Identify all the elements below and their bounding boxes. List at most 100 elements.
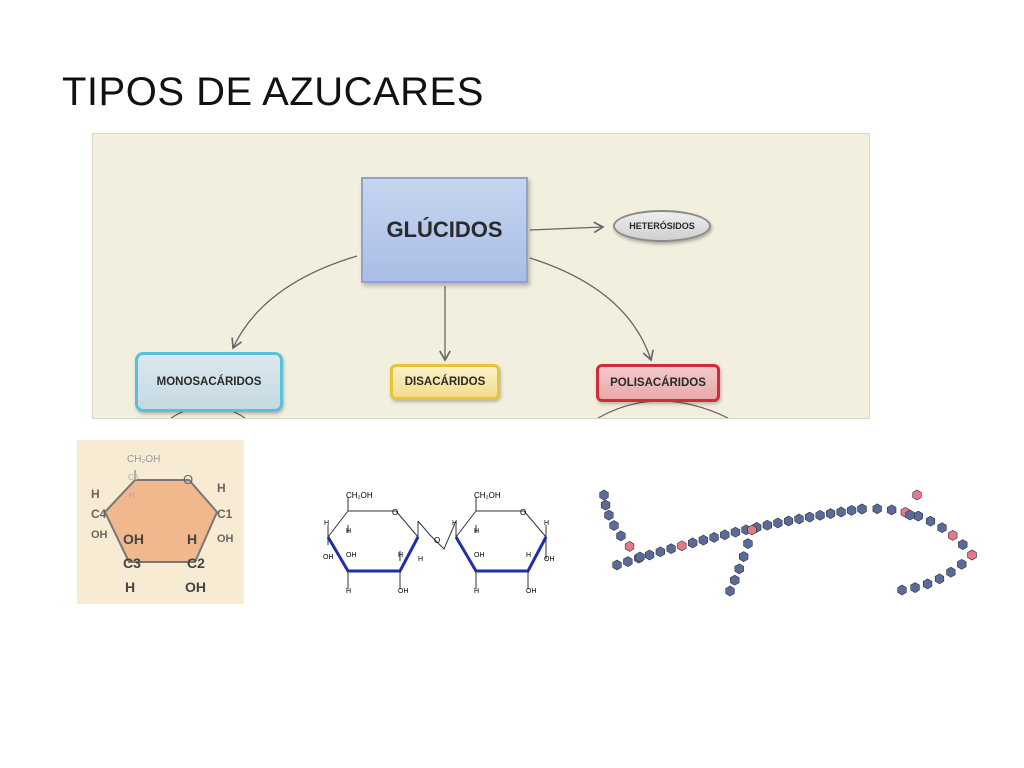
top-right-branch-unit: [912, 489, 922, 501]
right-glucose-ring: [454, 497, 548, 589]
lower-branch-unit: [747, 524, 757, 536]
polisacaridos-node: POLISACÁRIDOS: [596, 364, 720, 402]
main-chain-unit: [846, 505, 857, 516]
poli-outgoing-curve: [597, 400, 729, 418]
h6-label: H: [129, 491, 135, 500]
c1-label: C1: [217, 507, 233, 521]
main-chain-unit: [773, 517, 783, 529]
oh4-label: OH: [91, 529, 108, 541]
h-left-2: H: [346, 528, 351, 535]
arrow-to-mono: [231, 255, 358, 350]
left-glucose-ring: [326, 497, 420, 589]
glycosidic-bond: [417, 520, 457, 550]
top-right-branch-unit: [905, 509, 915, 521]
upper-left-branch-unit: [599, 489, 609, 501]
h-left-4: H: [418, 556, 423, 563]
h-left-3: H: [398, 552, 403, 559]
h2-label: H: [187, 531, 197, 547]
polysaccharide-chain: [592, 485, 992, 600]
main-chain-end-unit: [913, 510, 923, 522]
c6-label: C6: [128, 473, 139, 482]
upper-left-branch-unit: [609, 520, 619, 531]
main-chain-unit: [623, 556, 633, 567]
main-chain-end-unit: [948, 530, 958, 541]
oh-left-2: OH: [346, 552, 357, 559]
main-chain-unit: [762, 519, 772, 531]
h-right-3: H: [526, 552, 531, 559]
ch2oh-label: CH₂OH: [127, 454, 160, 465]
monosaccharide-structure: CH₂OH C6 H O H C4 OH H C1 OH OH C3 H H C…: [77, 440, 244, 604]
main-chain-end-unit: [857, 503, 867, 515]
main-chain-end-unit: [937, 522, 947, 534]
main-chain-unit: [655, 546, 665, 558]
h-left-1: H: [324, 520, 329, 527]
arrow-to-poli: [529, 257, 654, 362]
lower-branch-unit: [730, 574, 740, 586]
glucidos-node: GLÚCIDOS: [361, 177, 528, 283]
h1-label: H: [217, 481, 226, 495]
ring-oxygen-right-label: O: [520, 508, 526, 517]
heterosidos-node: HETERÓSIDOS: [613, 210, 711, 242]
disaccharide-structure: CH₂OH O H H OH OH H H H OH O CH₂OH O H H…: [318, 485, 563, 600]
bridge-oxygen-label: O: [434, 536, 440, 545]
main-chain-end-unit: [925, 515, 936, 527]
h4-label: H: [91, 487, 100, 501]
right-lower-branch-unit: [910, 582, 920, 593]
main-chain-unit: [688, 537, 698, 549]
oh-left-3: OH: [398, 588, 409, 595]
main-chain-unit: [826, 508, 836, 519]
main-chain-unit: [709, 532, 719, 543]
monosacaridos-node: MONOSACÁRIDOS: [135, 352, 283, 412]
right-lower-branch-unit: [967, 549, 977, 561]
upper-left-branch-unit: [635, 551, 645, 563]
main-chain-end-unit: [872, 503, 882, 515]
arrow-to-heterosidos: [529, 221, 605, 234]
main-chain-unit: [805, 511, 815, 523]
ch2oh-left-label: CH₂OH: [346, 491, 373, 500]
slide-title: TIPOS DE AZUCARES: [62, 70, 484, 114]
oh2-label: OH: [185, 579, 206, 595]
c3-label: C3: [123, 555, 141, 571]
upper-left-branch-unit: [604, 509, 614, 521]
right-lower-branch-unit: [922, 578, 933, 590]
right-lower-branch-unit: [957, 558, 967, 570]
main-chain-unit: [644, 549, 655, 561]
upper-left-branch-unit: [616, 530, 626, 542]
main-chain-unit: [666, 543, 676, 555]
main-chain-unit: [612, 559, 622, 571]
upper-left-branch-unit: [624, 541, 635, 552]
pyranose-ring: [103, 479, 219, 563]
oh-left-1: OH: [323, 554, 334, 561]
oh-right-1: OH: [474, 552, 485, 559]
right-lower-branch-unit: [934, 573, 945, 585]
h-left-5: H: [346, 588, 351, 595]
main-chain-end-unit: [886, 504, 897, 516]
h-right-1: H: [452, 520, 457, 527]
main-chain-unit: [730, 526, 741, 538]
h-right-5: H: [474, 588, 479, 595]
oh-right-3: OH: [526, 588, 537, 595]
oh3-label: OH: [123, 531, 144, 547]
c2-label: C2: [187, 555, 205, 571]
right-lower-branch-unit: [897, 584, 907, 596]
main-chain-unit: [836, 506, 846, 518]
right-lower-branch-unit: [946, 566, 956, 578]
h-right-4: H: [544, 520, 549, 527]
ring-oxygen-label: O: [183, 472, 193, 487]
oh-right-2: OH: [544, 556, 555, 563]
main-chain-unit: [698, 534, 708, 546]
main-chain-end-unit: [958, 539, 968, 550]
concept-map: GLÚCIDOS HETERÓSIDOS MONOSACÁRIDOS DISAC…: [92, 133, 870, 419]
main-chain-unit: [794, 513, 804, 525]
lower-branch-unit: [739, 551, 749, 562]
h3-label: H: [125, 579, 135, 595]
ring-oxygen-left-label: O: [392, 508, 398, 517]
ch2oh-right-label: CH₂OH: [474, 491, 501, 500]
c4-label: C4: [91, 507, 107, 521]
main-chain-unit: [783, 515, 794, 527]
main-chain-unit: [815, 509, 825, 521]
oh1-label: OH: [217, 533, 234, 545]
lower-branch-unit: [743, 538, 753, 549]
main-chain-unit: [677, 540, 687, 552]
h-right-2: H: [474, 528, 479, 535]
